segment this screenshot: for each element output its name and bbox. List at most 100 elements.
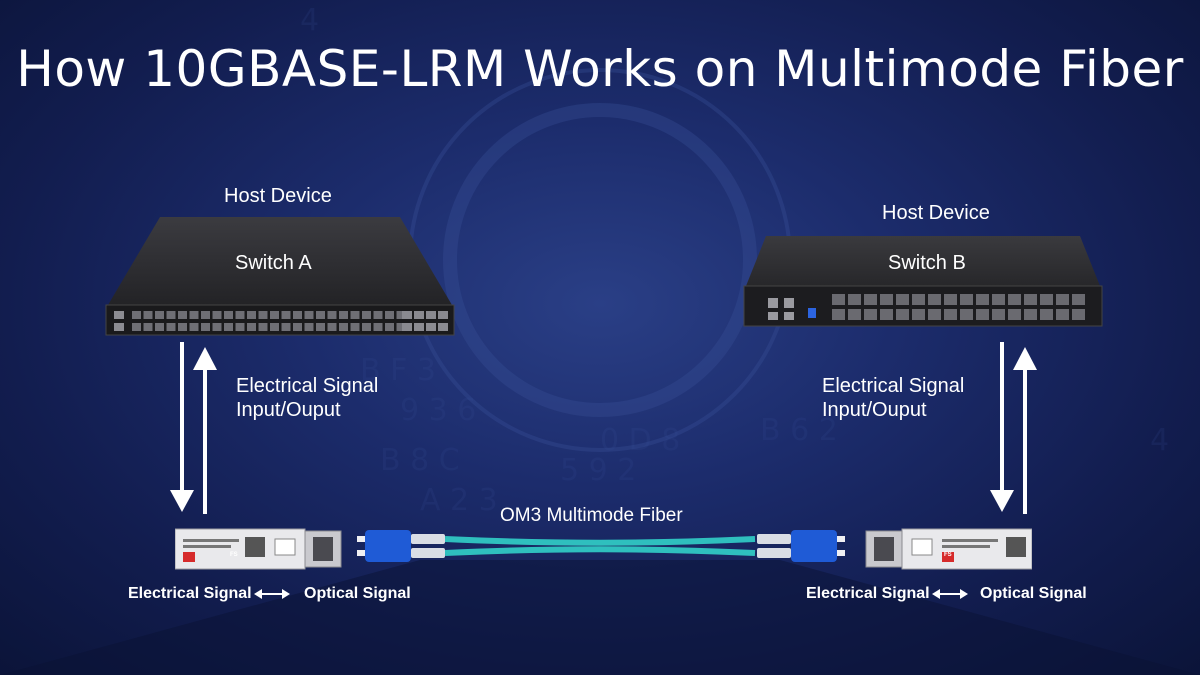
switch-a-port	[189, 323, 199, 331]
switch-a-port	[396, 323, 406, 331]
switch-a-port	[316, 323, 325, 331]
switch-b-port	[928, 309, 941, 320]
switch-b-port	[1008, 309, 1021, 320]
right-host-device-label: Host Device	[882, 202, 990, 224]
switch-a-port	[281, 323, 291, 331]
switch-a-port	[189, 311, 199, 319]
switch-b-port	[960, 309, 973, 320]
switch-b-port	[912, 294, 925, 305]
switch-a-port	[362, 311, 371, 319]
switch-a-port	[327, 323, 337, 331]
switch-a-port	[247, 311, 256, 319]
switch-a-label: Switch A	[235, 252, 312, 274]
switch-b-port	[848, 309, 861, 320]
switch-a-port	[155, 323, 164, 331]
switch-b-port	[880, 294, 893, 305]
switch-a-uplink-port	[414, 323, 424, 331]
switch-a-port	[235, 323, 245, 331]
switch-a-port	[224, 311, 233, 319]
switch-a-port	[350, 311, 360, 319]
right-signal-label-line2: Input/Ouput	[822, 399, 927, 421]
svg-text:A 2 3: A 2 3	[420, 483, 498, 518]
switch-a-port	[155, 311, 164, 319]
switch-a-port	[270, 323, 279, 331]
switch-b-port	[976, 309, 989, 320]
switch-a-device	[105, 217, 455, 336]
right-sfp-module	[865, 528, 1032, 570]
switch-b-port	[1040, 294, 1053, 305]
switch-a-port	[327, 311, 337, 319]
switch-a-port	[385, 323, 394, 331]
switch-a-port	[385, 311, 394, 319]
switch-a-port	[132, 323, 141, 331]
switch-b-port	[912, 309, 925, 320]
right-conversion-arrow-icon	[932, 589, 968, 599]
switch-a-port	[143, 311, 153, 319]
switch-b-port	[960, 294, 973, 305]
switch-b-device	[743, 236, 1103, 327]
om3-fiber-cable	[357, 530, 845, 562]
switch-a-port	[178, 323, 187, 331]
switch-a-port	[316, 311, 325, 319]
switch-a-uplink-port	[426, 323, 436, 331]
switch-a-port	[339, 311, 348, 319]
switch-a-port	[258, 311, 268, 319]
svg-text:4: 4	[300, 3, 319, 38]
switch-a-port	[212, 323, 222, 331]
left-signal-label-line1: Electrical Signal	[236, 375, 379, 397]
left-signal-label-line2: Input/Ouput	[236, 399, 341, 421]
svg-text:9 3 6: 9 3 6	[400, 393, 476, 428]
svg-text:B F 3: B F 3	[360, 353, 436, 388]
switch-a-uplink-port	[414, 311, 424, 319]
switch-b-port	[1056, 309, 1069, 320]
svg-text:5 9 2: 5 9 2	[560, 453, 636, 488]
right-conversion-electrical: Electrical Signal	[806, 585, 930, 602]
switch-b-port	[832, 294, 845, 305]
left-host-device-label: Host Device	[224, 185, 332, 207]
switch-a-uplink-port	[402, 323, 412, 331]
left-sfp-module	[175, 528, 342, 570]
switch-a-uplink-port	[438, 311, 448, 319]
switch-a-port	[166, 311, 176, 319]
switch-b-port	[992, 309, 1005, 320]
svg-text:B 8 C: B 8 C	[380, 443, 460, 478]
switch-a-port	[235, 311, 245, 319]
switch-b-port	[896, 309, 909, 320]
switch-b-port	[1024, 309, 1037, 320]
switch-b-port	[944, 294, 957, 305]
switch-a-port	[350, 323, 360, 331]
switch-a-uplink-port	[438, 323, 448, 331]
switch-b-port	[1072, 294, 1085, 305]
switch-a-port	[132, 311, 141, 319]
switch-a-port	[362, 323, 371, 331]
left-conversion-electrical: Electrical Signal	[128, 585, 252, 602]
switch-a-uplink-port	[402, 311, 412, 319]
switch-a-port	[304, 323, 314, 331]
switch-a-port	[258, 323, 268, 331]
switch-b-port	[1008, 294, 1021, 305]
switch-a-port	[293, 323, 302, 331]
switch-a-port	[224, 323, 233, 331]
diagram-title: How 10GBASE-LRM Works on Multimode Fiber	[16, 40, 1184, 98]
left-double-arrow-icon	[170, 342, 217, 514]
switch-a-port	[201, 311, 210, 319]
switch-a-port	[212, 311, 222, 319]
switch-a-port	[373, 311, 383, 319]
switch-b-port	[1040, 309, 1053, 320]
switch-b-port	[864, 294, 877, 305]
switch-a-uplink-port	[426, 311, 436, 319]
switch-b-port	[848, 294, 861, 305]
switch-b-port	[928, 294, 941, 305]
switch-a-port	[281, 311, 291, 319]
switch-a-port	[339, 323, 348, 331]
right-double-arrow-icon	[990, 342, 1037, 514]
svg-text:4: 4	[1150, 423, 1169, 458]
switch-b-port	[944, 309, 957, 320]
switch-b-port	[976, 294, 989, 305]
svg-text:B 6 2: B 6 2	[760, 413, 838, 448]
left-conversion-optical: Optical Signal	[304, 585, 411, 602]
right-signal-label-line1: Electrical Signal	[822, 375, 965, 397]
switch-b-port	[1056, 294, 1069, 305]
switch-a-port	[293, 311, 302, 319]
